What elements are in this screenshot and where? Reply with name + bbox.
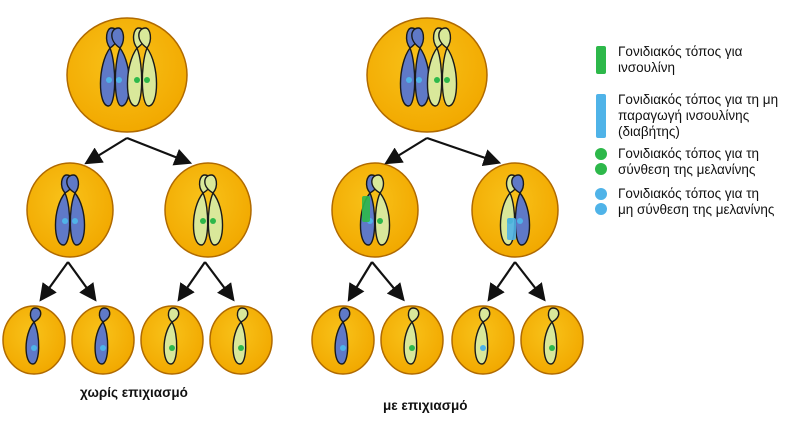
legend-swatch-dot (595, 148, 607, 160)
chromatid (163, 307, 180, 365)
legend-swatch-dot (595, 163, 607, 175)
caption-with-crossing-over: με επιχιασμό (383, 398, 468, 413)
cell-daughter-right-2 (471, 162, 559, 258)
arrow (384, 137, 428, 165)
chromatid-light (138, 27, 158, 107)
gene-locus-dot (517, 218, 523, 224)
arrow (84, 137, 128, 165)
gene-locus-dot (406, 77, 412, 83)
arrow (39, 261, 69, 302)
chromatid (232, 307, 249, 365)
legend-swatch-bar (596, 46, 606, 74)
gene-locus-dot (72, 218, 78, 224)
chromatid (94, 307, 111, 365)
legend-swatch-dot (595, 188, 607, 200)
arrow (371, 261, 405, 302)
legend-label: Γονιδιακός τόπος για τη σύνθεση της μελα… (618, 146, 760, 177)
caption-without-crossing-over: χωρίς επιχιασμό (80, 385, 188, 400)
gene-locus-dot (31, 345, 37, 351)
chromatid (543, 307, 560, 365)
gene-locus-dot (480, 345, 486, 351)
gene-locus-dot (340, 345, 346, 351)
gene-locus-dot (100, 345, 106, 351)
arrow (347, 261, 373, 302)
gene-locus-dot (416, 77, 422, 83)
gene-locus-dot (106, 77, 112, 83)
chromatid (25, 307, 42, 365)
chromatid (66, 174, 86, 246)
gene-locus-dot (549, 345, 555, 351)
chromatid (54, 174, 74, 246)
chromatid (474, 307, 491, 365)
gene-locus-dot (144, 77, 150, 83)
legend-label: Γονιδιακός τόπος για τη μη παραγωγή ινσο… (618, 92, 779, 139)
gene-locus-band (507, 218, 516, 240)
chromatid (371, 174, 391, 246)
gene-locus-dot (409, 345, 415, 351)
arrow (204, 261, 235, 302)
gene-locus-dot (62, 218, 68, 224)
arrow (126, 136, 193, 166)
arrow (67, 261, 97, 302)
gene-locus-dot (134, 77, 140, 83)
chromatid (403, 307, 420, 365)
arrow (514, 261, 546, 302)
chromatid-blue (111, 27, 131, 107)
chromatid-light (426, 27, 446, 107)
gene-locus-dot (116, 77, 122, 83)
chromatid (192, 174, 212, 246)
chromatid-light (438, 27, 458, 107)
arrow (177, 261, 206, 302)
gene-locus-dot (434, 77, 440, 83)
gene-locus-dot (238, 345, 244, 351)
gene-locus-band (362, 196, 370, 222)
chromatid-blue (411, 27, 431, 107)
legend-swatch-dot (595, 203, 607, 215)
cell-daughter-left-1 (26, 162, 114, 258)
gene-locus-dot (210, 218, 216, 224)
gene-locus-dot (169, 345, 175, 351)
chromatid-light (126, 27, 146, 107)
legend-label: Γονιδιακός τόπος για ινσουλίνη (618, 44, 743, 75)
cell-daughter-left-2 (164, 162, 252, 258)
gene-locus-dot (444, 77, 450, 83)
chromatid-blue (99, 27, 119, 107)
arrow (487, 261, 516, 302)
legend-label: Γονιδιακός τόπος για τη μη σύνθεση της μ… (618, 186, 775, 217)
gene-locus-dot (377, 218, 383, 224)
gene-locus-dot (200, 218, 206, 224)
chromatid (204, 174, 224, 246)
cell-daughter-right-1 (331, 162, 419, 258)
chromatid (511, 174, 531, 246)
legend-swatch-bar (596, 94, 606, 138)
chromatid (334, 307, 351, 365)
chromatid-blue (399, 27, 419, 107)
arrow (426, 136, 502, 167)
